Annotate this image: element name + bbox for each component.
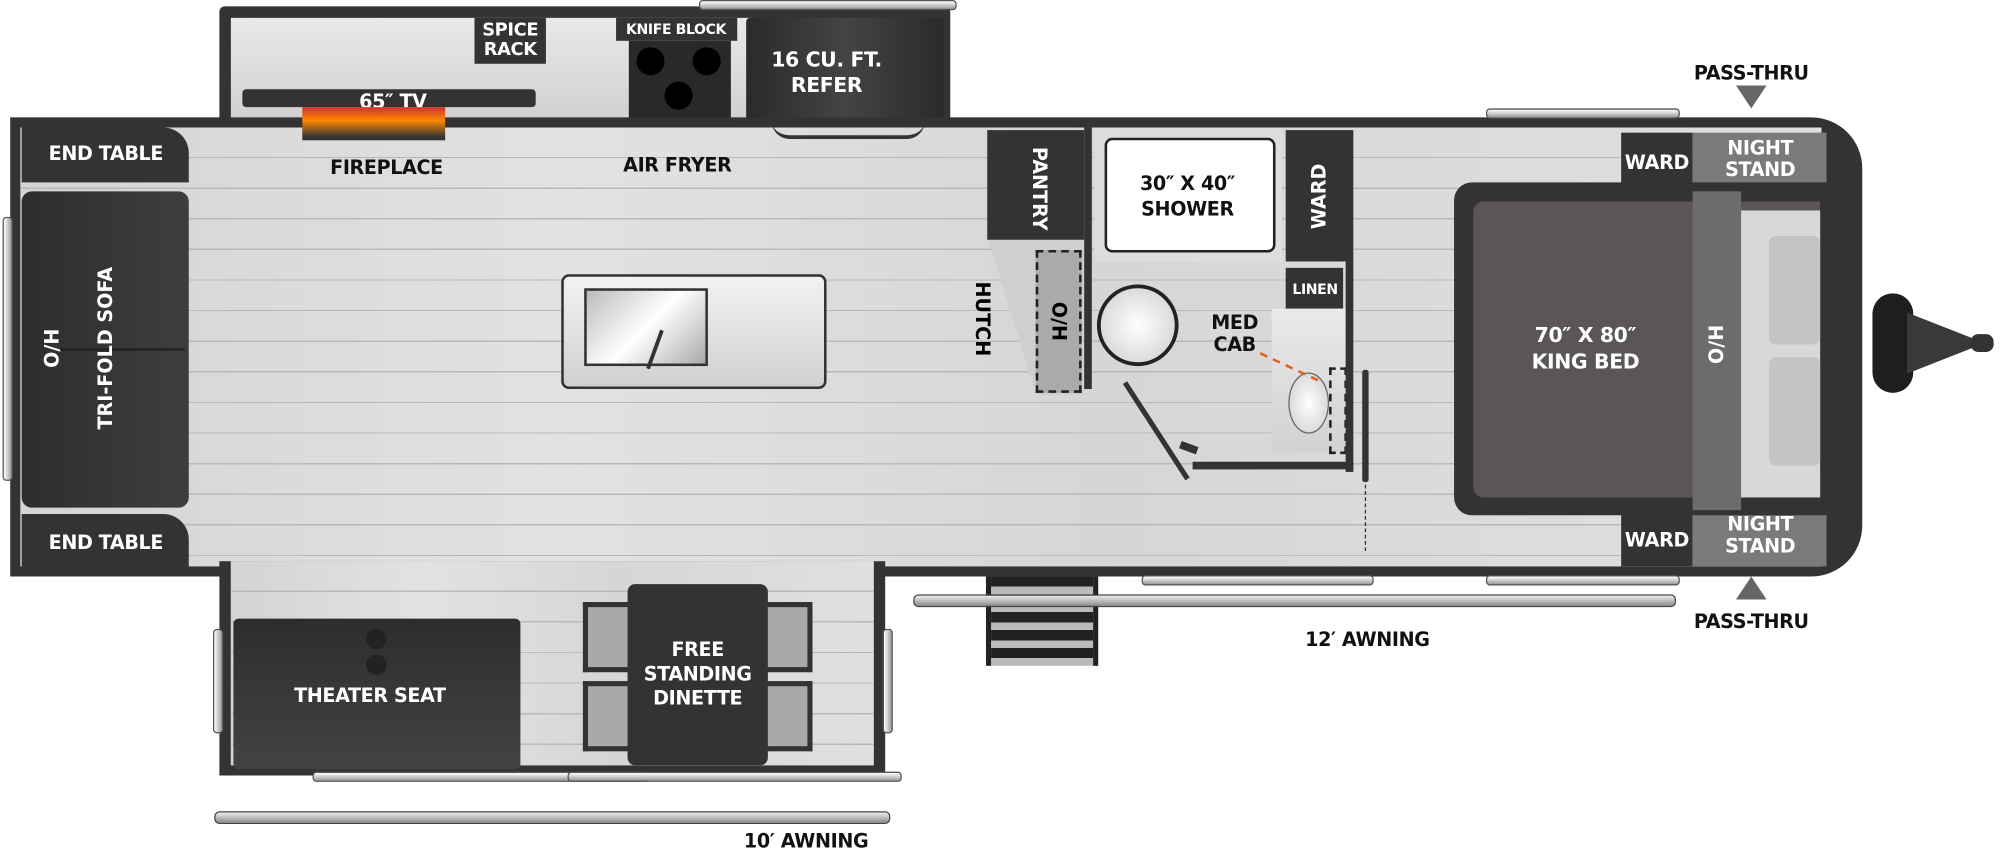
- linen: [1285, 267, 1344, 309]
- refrigerator-door: [771, 121, 925, 140]
- window: [1485, 108, 1680, 119]
- bed-label: 70″ X 80″ KING BED: [1531, 322, 1640, 374]
- spice-rack: [474, 17, 546, 64]
- wall: [1192, 461, 1354, 470]
- sink-icon: [1288, 372, 1330, 434]
- pass-thru-bottom-arrow-icon: [1735, 576, 1767, 600]
- ward-bottom: [1621, 512, 1693, 567]
- nightstand-bottom: [1692, 512, 1827, 567]
- toilet-icon: [1096, 284, 1179, 367]
- hutch-label: HUTCH: [970, 281, 994, 357]
- ward-bath: [1285, 130, 1354, 262]
- fireplace-icon: [302, 107, 446, 141]
- refrigerator: [746, 17, 944, 128]
- window: [567, 771, 902, 782]
- sofa-oh-label: O/H: [40, 328, 64, 368]
- spice-rack-label: SPICE RACK: [482, 20, 539, 60]
- awning-12ft: [913, 594, 1677, 608]
- air-fryer-label: AIR FRYER: [623, 153, 732, 177]
- awning-10ft-label: 10′ AWNING: [743, 829, 869, 853]
- sofa-cushion-divider: [57, 348, 185, 351]
- window: [1141, 575, 1374, 586]
- tv-icon: [242, 89, 536, 108]
- bedroom-door: [1362, 369, 1369, 483]
- dinette-chair: [582, 681, 634, 752]
- nightstand-top: [1692, 132, 1827, 192]
- hitch-jack-icon: [1872, 293, 1914, 393]
- wall: [1084, 127, 1092, 390]
- end-table-top-label: END TABLE: [48, 142, 164, 166]
- pass-thru-top-label: PASS-THRU: [1693, 61, 1809, 85]
- hitch-tongue: [1906, 312, 1978, 374]
- nightstand-bottom-label: NIGHT STAND: [1725, 512, 1796, 558]
- theater-seat-label: THEATER SEAT: [294, 684, 446, 708]
- hitch-coupler: [1970, 334, 1994, 353]
- window: [1485, 575, 1680, 586]
- sofa-label: TRI-FOLD SOFA: [94, 266, 118, 430]
- stove-icon: [628, 40, 731, 128]
- knife-block-label: KNIFE BLOCK: [626, 21, 726, 38]
- shower-pan: [1104, 137, 1276, 253]
- pass-thru-bottom-label: PASS-THRU: [1693, 610, 1809, 634]
- entry-steps-icon: [985, 576, 1099, 666]
- ward-top-label: WARD: [1624, 151, 1690, 175]
- pass-thru-top-arrow-icon: [1735, 85, 1767, 109]
- shower-label: 30″ X 40″ SHOWER: [1140, 172, 1235, 221]
- wall: [1345, 261, 1354, 472]
- awning-10ft: [214, 811, 891, 824]
- dinette-table: [627, 584, 768, 766]
- pantry: [987, 130, 1085, 240]
- hutch-overhead: [1035, 249, 1082, 393]
- window: [2, 216, 13, 481]
- hutch-oh-label: O/H: [1047, 301, 1071, 342]
- ward-bath-label: WARD: [1307, 163, 1331, 230]
- end-table-top: [21, 127, 189, 183]
- dinette-chair: [582, 602, 634, 673]
- sink-icon: [584, 288, 708, 367]
- med-cab-label: MED CAB: [1211, 311, 1259, 356]
- window: [882, 628, 893, 734]
- bed-overhead: [1692, 191, 1742, 511]
- cupholder-icon: [366, 654, 387, 675]
- cupholder-icon: [366, 628, 387, 650]
- end-table-bottom-label: END TABLE: [48, 531, 164, 555]
- end-table-bottom: [21, 514, 189, 569]
- pillow-icon: [1769, 235, 1821, 345]
- ward-bottom-label: WARD: [1624, 528, 1690, 552]
- dinette-label: FREE STANDING DINETTE: [643, 638, 752, 710]
- nightstand-top-label: NIGHT STAND: [1725, 136, 1796, 182]
- window: [213, 628, 224, 734]
- fireplace-label: FIREPLACE: [330, 156, 443, 180]
- pantry-label: PANTRY: [1028, 146, 1052, 231]
- window: [698, 0, 957, 11]
- bed-oh-label: O/H: [1705, 324, 1729, 365]
- pillow-icon: [1769, 357, 1821, 466]
- dinette-chair: [761, 681, 813, 752]
- linen-label: LINEN: [1292, 281, 1338, 298]
- awning-12ft-label: 12′ AWNING: [1305, 628, 1430, 652]
- vanity-overhead: [1329, 367, 1347, 455]
- refer-label: 16 CU. FT. REFER: [771, 47, 882, 97]
- dinette-chair: [761, 602, 813, 673]
- door-swing-line: [1364, 484, 1367, 552]
- knife-block: [616, 17, 738, 41]
- ward-top: [1621, 132, 1693, 192]
- tv-label: 65″ TV: [359, 89, 427, 113]
